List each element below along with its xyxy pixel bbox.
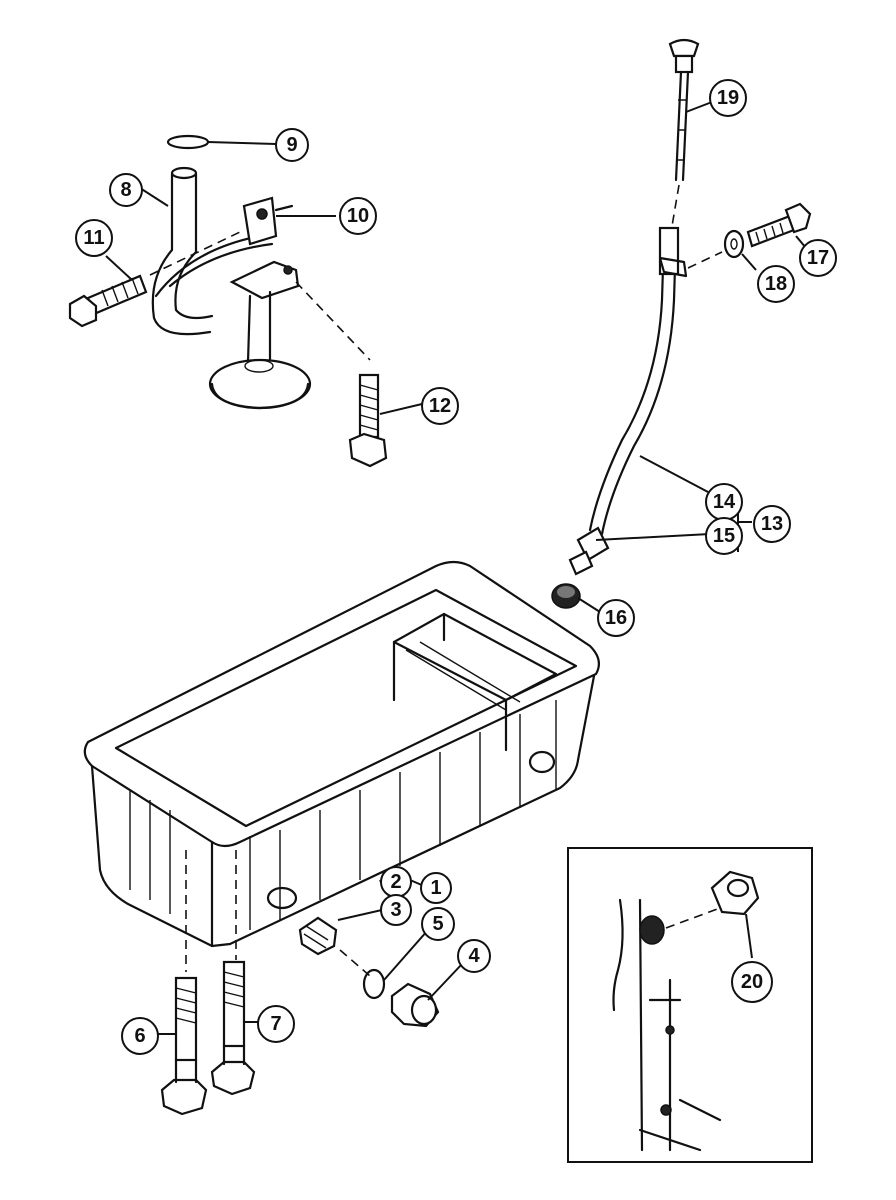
svg-text:3: 3 — [390, 899, 401, 921]
svg-text:16: 16 — [605, 607, 627, 629]
svg-text:9: 9 — [286, 134, 297, 156]
callout-2: 2 — [380, 866, 412, 898]
tube-seal — [551, 583, 581, 609]
drain-plug-gasket — [362, 968, 386, 1000]
svg-text:5: 5 — [432, 913, 443, 935]
svg-text:6: 6 — [134, 1025, 145, 1047]
callout-13: 13 — [753, 505, 791, 543]
svg-text:18: 18 — [765, 273, 787, 295]
callout-20: 20 — [731, 961, 773, 1003]
callout-12: 12 — [421, 387, 459, 425]
svg-text:1: 1 — [430, 877, 441, 899]
inset-detail — [567, 847, 813, 1163]
svg-text:12: 12 — [429, 395, 451, 417]
pickup-o-ring — [166, 134, 210, 150]
callout-4: 4 — [457, 939, 491, 973]
svg-text:14: 14 — [713, 491, 736, 513]
callout-3: 3 — [380, 894, 412, 926]
dipstick — [668, 38, 700, 233]
pan-bolt-6 — [160, 850, 208, 1116]
svg-text:20: 20 — [741, 971, 763, 993]
svg-text:2: 2 — [390, 871, 401, 893]
callout-17: 17 — [799, 239, 837, 277]
callout-15: 15 — [705, 517, 743, 555]
callout-16: 16 — [597, 599, 635, 637]
callout-6: 6 — [121, 1017, 159, 1055]
pickup-bolt-11 — [68, 274, 148, 328]
svg-text:15: 15 — [713, 525, 735, 547]
drain-axis — [339, 949, 371, 977]
callout-7: 7 — [257, 1005, 295, 1043]
callout-18: 18 — [757, 265, 795, 303]
callout-19: 19 — [709, 79, 747, 117]
svg-text:11: 11 — [83, 227, 104, 249]
callout-8: 8 — [109, 173, 143, 207]
callout-11: 11 — [75, 219, 113, 257]
svg-text:19: 19 — [717, 87, 739, 109]
svg-text:4: 4 — [468, 945, 480, 967]
svg-text:8: 8 — [120, 179, 131, 201]
leader-lines — [105, 101, 807, 1035]
pickup-bolt-12 — [348, 373, 388, 468]
pan-bolt-7 — [210, 850, 256, 1096]
oil-pan — [83, 560, 601, 948]
svg-text:10: 10 — [347, 205, 369, 227]
callout-14: 14 — [705, 483, 743, 521]
svg-text:7: 7 — [270, 1013, 281, 1035]
svg-text:17: 17 — [807, 247, 829, 269]
svg-text:13: 13 — [761, 513, 783, 535]
tube-bracket-bolt — [723, 202, 812, 259]
oil-pickup-tube — [149, 166, 371, 410]
drain-insert — [298, 916, 338, 956]
dipstick-tube — [568, 226, 723, 576]
callout-9: 9 — [275, 128, 309, 162]
callout-5: 5 — [421, 907, 455, 941]
drain-plug — [390, 982, 440, 1028]
callout-1: 1 — [420, 872, 452, 904]
callout-10: 10 — [339, 197, 377, 235]
